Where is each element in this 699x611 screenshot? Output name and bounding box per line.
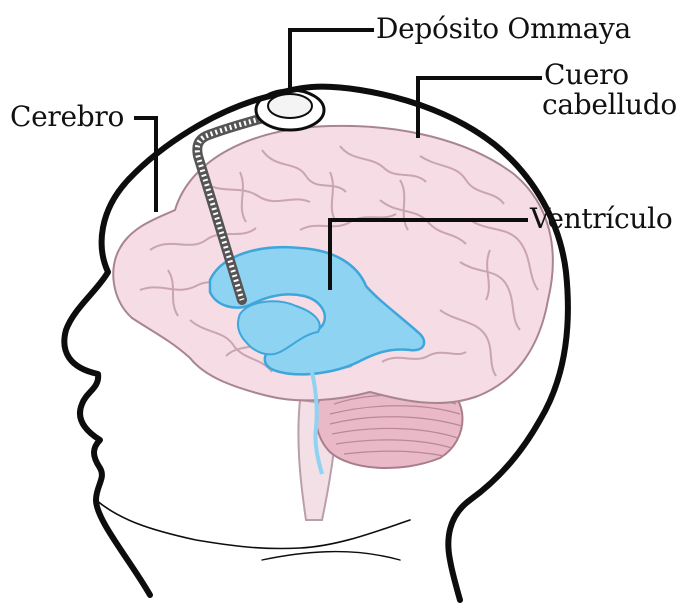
label-ventricle: Ventrículo (530, 204, 672, 234)
leader-scalp (418, 78, 540, 136)
label-ommaya-reservoir: Depósito Ommaya (376, 14, 631, 44)
neck-line (262, 552, 400, 560)
label-brain: Cerebro (10, 102, 124, 132)
jaw-neck-line (96, 500, 410, 549)
label-scalp-line1: Cuero (544, 60, 629, 90)
leader-reservoir (290, 30, 372, 86)
label-scalp-line2: cabelludo (542, 90, 677, 120)
